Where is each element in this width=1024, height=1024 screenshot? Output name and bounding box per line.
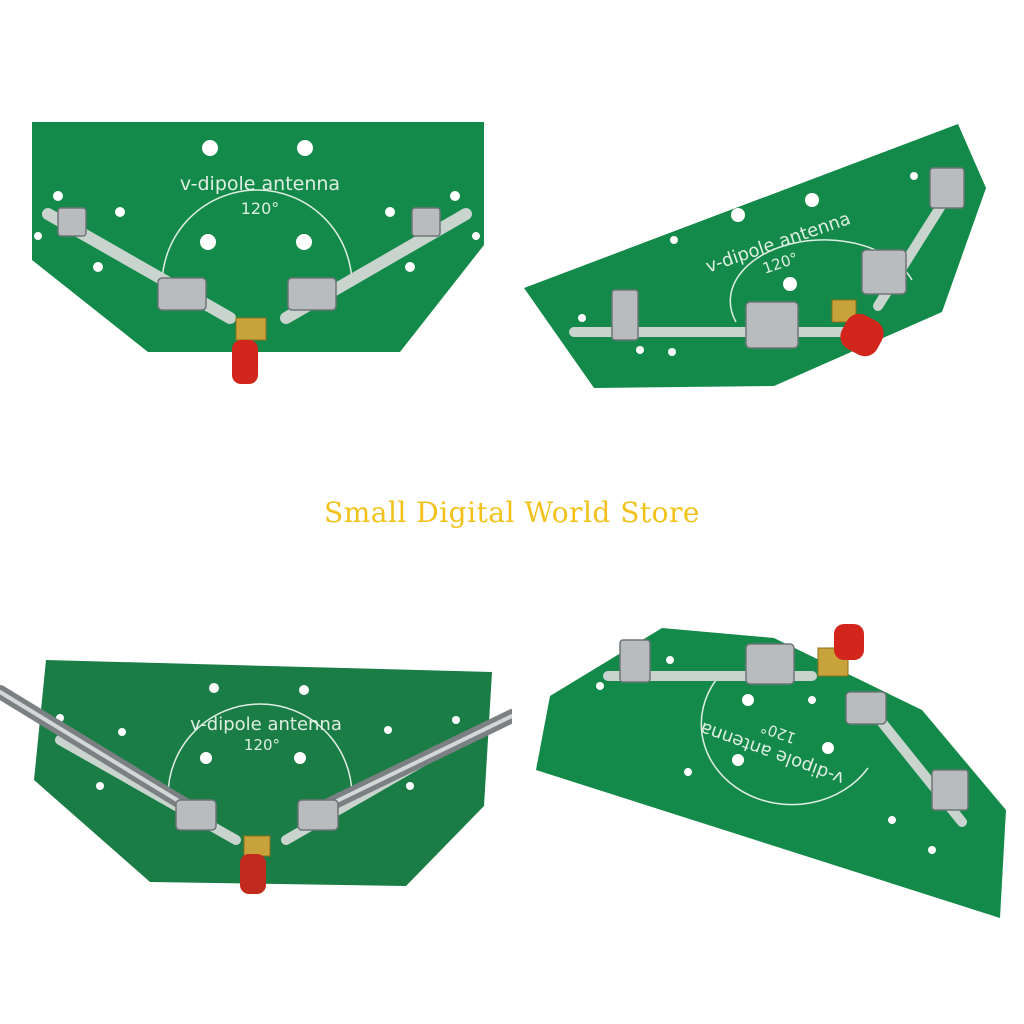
- store-watermark: Small Digital World Store: [324, 496, 700, 529]
- angle-label: 120°: [241, 199, 280, 218]
- mounting-holes: [34, 140, 480, 272]
- angle-label: 120°: [244, 736, 280, 754]
- photo-angled-upside-down: v-dipole antenna 120°: [512, 600, 1024, 930]
- photo-front-view: v-dipole antenna 120°: [0, 90, 512, 420]
- pcb-board: [34, 660, 492, 886]
- mounting-holes: [56, 683, 460, 790]
- board-label: v-dipole antenna: [180, 173, 340, 195]
- pcb-upside-down-illustration: v-dipole antenna 120°: [536, 624, 1006, 918]
- board-label: v-dipole antenna: [190, 714, 342, 735]
- pcb-front-illustration: v-dipole antenna 120°: [32, 122, 484, 384]
- pcb-angled-illustration: v-dipole antenna 120°: [524, 124, 986, 388]
- photo-angled-view: v-dipole antenna 120°: [512, 90, 1024, 420]
- pcb-board: [32, 122, 484, 352]
- pcb-rods-illustration: v-dipole antenna 120°: [0, 660, 512, 894]
- pcb-board: [536, 628, 1006, 918]
- photo-with-telescopic-rods: v-dipole antenna 120°: [0, 600, 512, 930]
- mounting-holes: [596, 656, 936, 854]
- telescopic-rods: [0, 685, 512, 821]
